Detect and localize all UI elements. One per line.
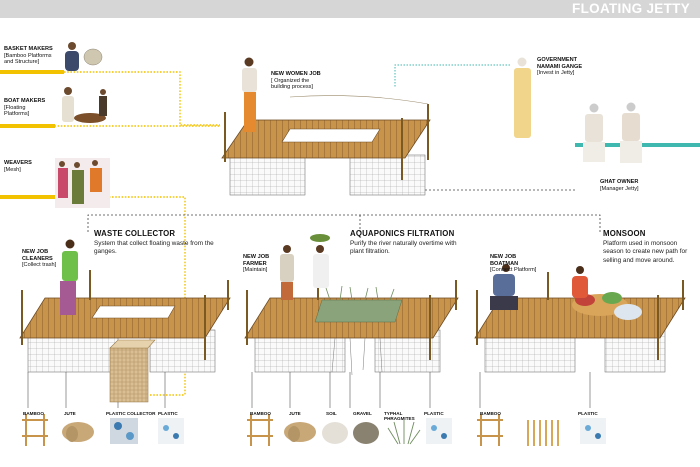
material-label: PLASTIC	[424, 411, 444, 416]
teal-connector-lines	[394, 64, 510, 88]
monsoon-desc: Platform used in monsoon season to creat…	[603, 240, 688, 264]
waste-collector-title: WASTE COLLECTOR	[94, 229, 176, 238]
ghat-owner-label: GHAT OWNER [Manager Jetty]	[600, 179, 639, 192]
people-figures	[55, 42, 642, 315]
aquaponics-desc: Purify the river naturally overtime with…	[350, 240, 457, 256]
material-label: BAMBOO	[250, 411, 271, 416]
header-bar	[0, 0, 700, 18]
bamboo-icon	[22, 414, 48, 446]
waste-collector-desc: System that collect floating waste from …	[94, 240, 214, 256]
boatman-label: NEW JOB BOATMAN [Connect Platform]	[490, 254, 537, 274]
boat-bar	[0, 124, 55, 128]
market-goods	[572, 292, 642, 320]
gray-dashed-lines	[87, 189, 601, 232]
material-label: JUTE	[64, 411, 76, 416]
material-label: BAMBOO	[23, 411, 44, 416]
top-jetty	[221, 95, 431, 196]
bamboo-icon	[477, 414, 503, 446]
basket-bar	[0, 70, 64, 74]
boatman-figure	[490, 264, 588, 310]
bamboo-icon	[247, 414, 273, 446]
ghat-owner-figures	[583, 102, 642, 163]
material-icons-aquaponics	[247, 414, 452, 446]
jute-icon	[62, 422, 94, 442]
material-leader-lines	[27, 372, 591, 408]
soil-icon	[322, 422, 348, 444]
material-label: JUTE	[289, 411, 301, 416]
gravel-icon	[353, 422, 379, 444]
cleaners-label: NEW JOB CLEANERS [Collect trash]	[22, 249, 57, 269]
material-icons-waste	[22, 414, 184, 446]
material-icons-monsoon	[477, 414, 606, 446]
farmer-label: NEW JOB FARMER [Maintain]	[243, 254, 270, 274]
material-label: BAMBOO	[480, 411, 501, 416]
aquaponics-title: AQUAPONICS FILTRATION	[350, 229, 455, 238]
plastic-icon	[426, 418, 452, 444]
material-label: TYPHAL	[384, 411, 403, 416]
government-figure	[514, 57, 531, 138]
weavers-label: WEAVERS [Mesh]	[4, 160, 32, 173]
basket-makers-label: BASKET MAKERS [Bamboo Platforms and Stru…	[4, 46, 53, 66]
material-label: GRAVEL	[353, 411, 372, 416]
boat-makers-figure	[62, 87, 107, 123]
material-label: PLASTIC	[158, 411, 178, 416]
material-label: PLASTIC	[578, 411, 598, 416]
material-label: PHRAGMITES	[384, 416, 415, 421]
plant-icon	[387, 420, 421, 445]
jute-icon	[284, 422, 316, 442]
plastic-collector-icon	[110, 418, 138, 444]
monsoon-title: MONSOON	[603, 229, 646, 238]
women-job-label: NEW WOMEN JOB [ Organized the building p…	[271, 71, 321, 91]
weavers-figure	[55, 158, 110, 208]
boat-makers-label: BOAT MAKERS [Floating Platforms]	[4, 98, 46, 118]
page-title: FLOATING JETTY	[572, 1, 690, 16]
weavers-bar	[0, 195, 55, 199]
right-jetty	[474, 272, 686, 373]
material-label: SOIL	[326, 411, 337, 416]
government-label: GOVERNMENT NAMAMI GANGE [Invest in Jetty…	[537, 57, 583, 77]
farmer-figures	[280, 234, 330, 300]
plastic-icon	[580, 418, 606, 444]
plastic-icon	[158, 418, 184, 444]
middle-jetty	[244, 272, 459, 376]
cleaner-figure	[60, 239, 78, 315]
basket-maker-figure	[65, 42, 103, 71]
bamboo-sticks-icon	[527, 420, 559, 446]
material-label: PLASTIC COLLECTOR	[106, 411, 156, 416]
woman-organizer-figure	[242, 57, 257, 132]
left-jetty	[19, 270, 231, 403]
